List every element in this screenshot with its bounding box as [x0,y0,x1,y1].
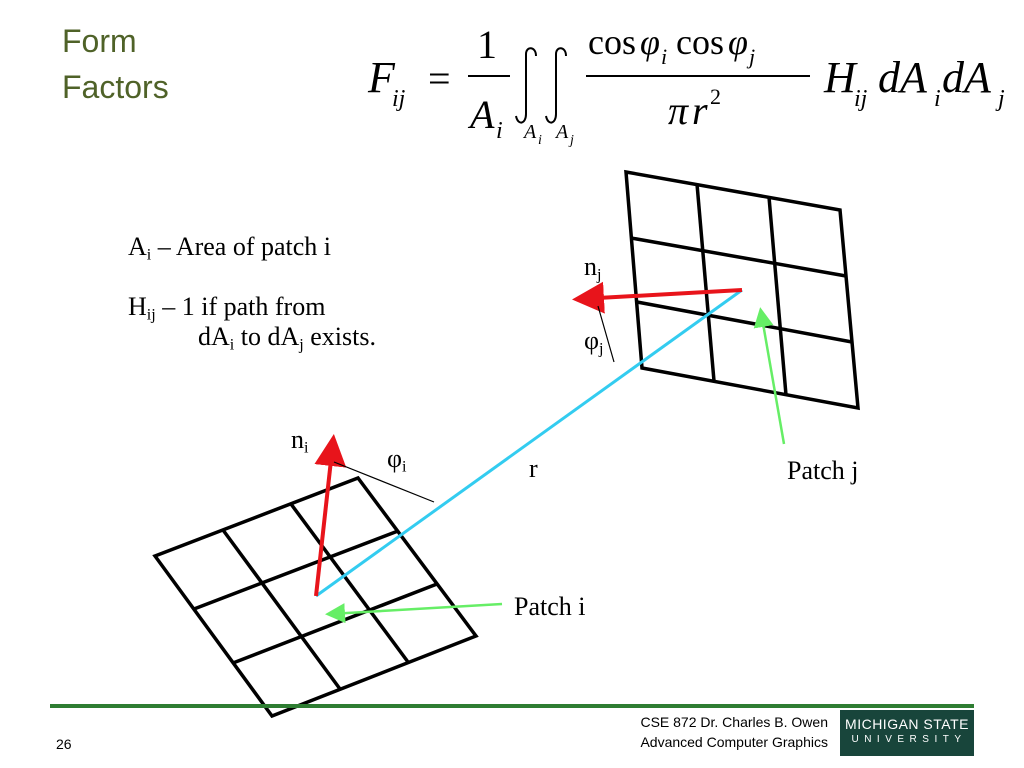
patch-i-pointer [325,602,503,624]
msu-logo: MICHIGAN STATE UNIVERSITY [840,710,974,756]
formula-h: H [823,53,858,102]
label-patch-j: Patch j [787,456,859,485]
int2-limit: A [554,121,569,143]
int1-limit: A [522,121,537,143]
integral-sign-2 [545,47,567,124]
formula-cos-1: cos [588,22,636,62]
patch-j-pointer [753,307,786,445]
formula-h-sub: ij [854,86,868,112]
form-factor-equation: F ij = 1 A i A i A j cos φ i cos φ j π r… [367,22,1005,148]
footer-subject: Advanced Computer Graphics [640,734,828,750]
formula-equals: = [428,56,451,101]
label-nj: nj [584,252,602,284]
label-patch-i: Patch i [514,592,586,621]
logo-line-1: MICHIGAN STATE [845,716,969,732]
formula-phi-1-sub: i [661,44,667,69]
formula-pi: π [668,88,689,133]
definition-hij: Hij – 1 if path from [128,292,326,324]
footer-course: CSE 872 Dr. Charles B. Owen [640,714,828,730]
int1-limit-sub: i [538,133,542,148]
angle-i-guide [333,461,435,503]
angle-j-guide [597,305,615,363]
formula-lhs: F [367,53,396,102]
label-phi-i: φi [387,444,407,476]
formula-denom-a: A [467,92,495,137]
formula-one: 1 [477,22,497,67]
formula-da-i: dA [878,53,928,102]
formula-da-i-sub: i [934,86,941,112]
formula-r: r [692,88,708,133]
footer-credits: CSE 872 Dr. Charles B. Owen Advanced Com… [640,712,828,752]
slide-title: Form Factors [62,18,169,110]
title-line-2: Factors [62,69,169,105]
formula-phi-1: φ [640,22,660,62]
int2-limit-sub: j [568,133,574,148]
ray-r [315,288,743,598]
integral-sign-1 [515,47,537,124]
label-phi-j: φj [584,326,604,358]
formula-da-j-sub: j [995,86,1005,112]
label-ni: ni [291,425,309,457]
formula-da-j: dA [942,53,992,102]
definition-ai: Ai – Area of patch i [128,232,332,264]
formula-cos-2: cos [676,22,724,62]
logo-line-2: UNIVERSITY [851,734,967,745]
formula-phi-2-sub: j [746,44,755,69]
normal-ni-arrow [314,434,347,597]
formula-denom-a-sub: i [496,118,503,144]
definitions: Ai – Area of patch i Hij – 1 if path fro… [128,232,376,354]
patch-i-grid [152,475,479,719]
title-line-1: Form [62,23,137,59]
footer-rule [50,704,974,708]
label-r: r [529,454,538,483]
definition-hij-cont: dAi to dAj exists. [198,322,376,354]
patch-j-grid [624,169,860,411]
formula-r-exponent: 2 [710,84,721,109]
normal-nj-arrow [572,281,743,314]
formula-phi-2: φ [728,22,748,62]
formula-lhs-sub: ij [392,86,406,112]
slide-number: 26 [56,736,72,752]
